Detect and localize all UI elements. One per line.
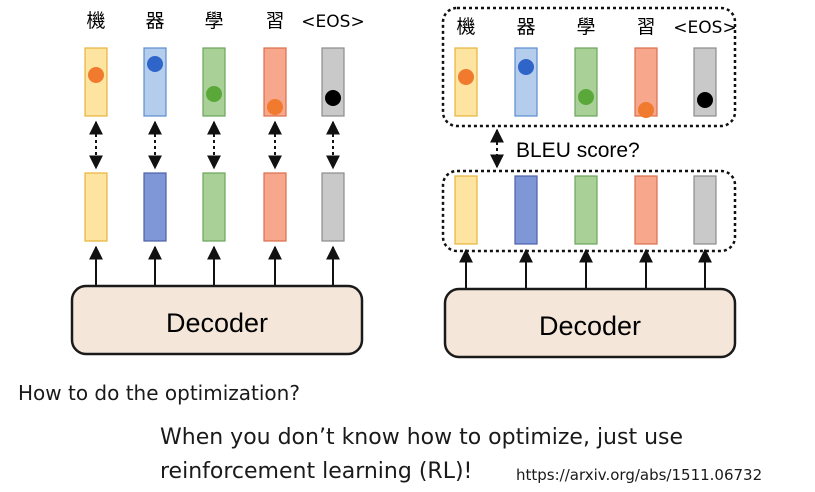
right-target-bar-2 [514,47,538,117]
right-token-label-3: 學 [576,16,595,38]
right-token-label-2: 器 [516,16,535,38]
left-target-dot-1 [88,67,104,83]
left-token-label-2: 器 [145,10,164,32]
right-output-bar-4 [634,175,658,245]
left-token-label-4: 習 [265,10,284,32]
answer-line-1: When you don’t know how to optimize, jus… [160,425,684,450]
right-target-bar-3 [574,47,598,117]
left-target-bar-3 [202,47,226,117]
bleu-score-label: BLEU score? [516,139,640,162]
right-output-bar-2 [514,175,538,245]
left-decoder-box [70,284,364,356]
right-token-label-eos: <EOS> [673,18,736,38]
right-target-dot-4 [638,102,654,118]
left-panel: 機 器 學 習 <EOS> Decode [70,10,365,356]
right-target-dot-eos [697,92,713,108]
left-target-dot-3 [206,86,222,102]
left-output-bar-3 [202,172,226,242]
left-target-dot-eos [325,90,341,106]
right-output-bar-eos [693,175,717,245]
right-output-bar-3 [574,175,598,245]
right-target-dot-1 [458,69,474,85]
left-output-bar-1 [84,172,108,242]
left-target-bar-4 [263,47,287,117]
answer-line-2: reinforcement learning (RL)! [160,459,473,484]
left-token-label-eos: <EOS> [301,12,364,32]
right-target-dot-3 [578,89,594,105]
left-output-bar-eos [321,172,345,242]
right-decoder-label: Decoder [539,311,641,341]
right-output-group-box [441,169,737,253]
right-decoder-box [443,287,737,359]
left-decoder-label: Decoder [166,308,268,338]
right-target-group-box [441,6,737,128]
left-target-dot-2 [147,56,163,72]
left-token-label-3: 學 [204,10,223,32]
arxiv-reference-link[interactable]: https://arxiv.org/abs/1511.06732 [516,466,763,484]
right-output-bar-1 [454,175,478,245]
optimization-question: How to do the optimization? [18,381,300,405]
left-token-label-1: 機 [86,10,105,32]
left-output-bar-4 [263,172,287,242]
left-target-dot-4 [267,99,283,115]
left-output-bar-2 [143,172,167,242]
right-target-dot-2 [518,59,534,75]
right-token-label-1: 機 [456,16,475,38]
right-token-label-4: 習 [636,16,655,38]
right-panel: 機 器 學 習 <EOS> BLEU score? Decoder [441,6,737,359]
